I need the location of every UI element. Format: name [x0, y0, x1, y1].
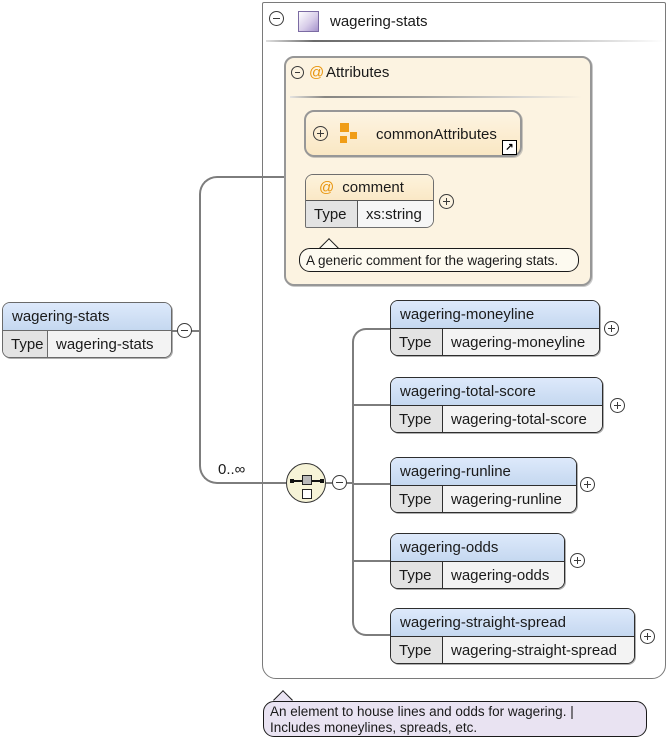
expand-toggle-wagering-runline[interactable] [580, 477, 595, 492]
attribute-group-icon [340, 123, 360, 145]
element-name: wagering-straight-spread [391, 609, 634, 637]
source-element-header: wagering-stats [3, 303, 171, 331]
connector-stub [353, 404, 390, 406]
type-value-cell: xs:string [358, 201, 433, 227]
attributes-collapse-toggle[interactable] [291, 66, 304, 79]
element-box-wagering-straight-spread[interactable]: wagering-straight-spread Type wagering-s… [390, 608, 635, 664]
choice-icon-part [302, 475, 312, 485]
type-value-cell: wagering-total-score [443, 406, 602, 432]
element-name: wagering-odds [391, 534, 564, 562]
attributes-divider [290, 96, 582, 98]
choice-compositor-icon[interactable] [286, 463, 326, 503]
comment-expand-toggle[interactable] [439, 194, 454, 209]
type-label-cell: Type [391, 406, 443, 432]
header-divider [266, 40, 664, 42]
connector-stub [326, 482, 332, 484]
expand-toggle-wagering-straight-spread[interactable] [640, 629, 655, 644]
connector-stub [190, 330, 200, 332]
source-collapse-toggle[interactable] [177, 323, 192, 338]
type-label-cell: Type [391, 486, 443, 512]
comment-attribute-name: comment [342, 179, 404, 196]
common-attributes-label: commonAttributes [376, 126, 497, 143]
common-attributes-expand-toggle[interactable] [313, 126, 328, 141]
attribute-group-icon-part [350, 132, 357, 139]
element-name: wagering-moneyline [391, 301, 599, 329]
expand-toggle-wagering-total-score[interactable] [610, 398, 625, 413]
element-type-row: Type wagering-runline [391, 486, 576, 512]
connector-trunk [352, 328, 390, 636]
comment-doc-bubble: A generic comment for the wagering stats… [299, 248, 579, 272]
comment-attribute-header: @ comment [306, 175, 433, 201]
connector-to-attributes [199, 176, 284, 332]
element-type-row: Type wagering-odds [391, 562, 564, 588]
element-name: wagering-total-score [391, 378, 602, 406]
doc-line-2: Includes moneylines, spreads, etc. [270, 720, 478, 735]
choice-collapse-toggle[interactable] [332, 475, 347, 490]
element-type-row: Type wagering-total-score [391, 406, 602, 432]
type-label-cell: Type [306, 201, 358, 227]
goto-definition-icon[interactable]: ↗ [502, 140, 517, 155]
comment-attribute-box[interactable]: @ comment Type xs:string [305, 174, 434, 228]
element-type-row: Type wagering-straight-spread [391, 637, 634, 663]
connector-stub [353, 560, 390, 562]
root-title: wagering-stats [330, 13, 428, 30]
connector-stub [353, 483, 390, 485]
element-name: wagering-runline [391, 458, 576, 486]
type-label-cell: Type [391, 329, 443, 355]
connector-to-choice [199, 332, 286, 484]
type-value-cell: wagering-moneyline [443, 329, 599, 355]
root-collapse-toggle[interactable] [269, 11, 284, 26]
source-type-row: Type wagering-stats [3, 331, 171, 357]
connector-stub [347, 482, 353, 484]
type-value-cell: wagering-stats [48, 331, 171, 357]
expand-toggle-wagering-moneyline[interactable] [604, 321, 619, 336]
choice-icon-part [320, 479, 324, 483]
common-attributes-box[interactable]: commonAttributes ↗ [304, 110, 522, 157]
doc-line-1: An element to house lines and odds for w… [270, 704, 574, 719]
comment-doc-text: A generic comment for the wagering stats… [306, 252, 559, 268]
element-box-wagering-total-score[interactable]: wagering-total-score Type wagering-total… [390, 377, 603, 433]
type-label-cell: Type [391, 637, 443, 663]
doc-bubble: An element to house lines and odds for w… [263, 701, 647, 737]
choice-icon-part [302, 489, 312, 499]
type-value-cell: wagering-odds [443, 562, 564, 588]
comment-at-icon: @ [319, 179, 335, 196]
element-box-wagering-moneyline[interactable]: wagering-moneyline Type wagering-moneyli… [390, 300, 600, 356]
choice-icon-part [290, 479, 294, 483]
expand-toggle-wagering-odds[interactable] [570, 553, 585, 568]
type-value-cell: wagering-straight-spread [443, 637, 634, 663]
attributes-title: Attributes [326, 64, 390, 81]
element-box-wagering-runline[interactable]: wagering-runline Type wagering-runline [390, 457, 577, 513]
element-icon [298, 11, 319, 32]
occurrence-label: 0..∞ [218, 461, 246, 478]
element-box-wagering-odds[interactable]: wagering-odds Type wagering-odds [390, 533, 565, 589]
type-label-cell: Type [3, 331, 48, 357]
source-element-box[interactable]: wagering-stats Type wagering-stats [2, 302, 172, 358]
type-label-cell: Type [391, 562, 443, 588]
connector-stub [171, 330, 177, 332]
element-type-row: Type wagering-moneyline [391, 329, 599, 355]
attributes-at-icon: @ [309, 64, 325, 81]
attribute-group-icon-part [340, 123, 349, 132]
type-value-cell: wagering-runline [443, 486, 576, 512]
attribute-group-icon-part [340, 136, 347, 143]
comment-type-row: Type xs:string [306, 201, 433, 227]
